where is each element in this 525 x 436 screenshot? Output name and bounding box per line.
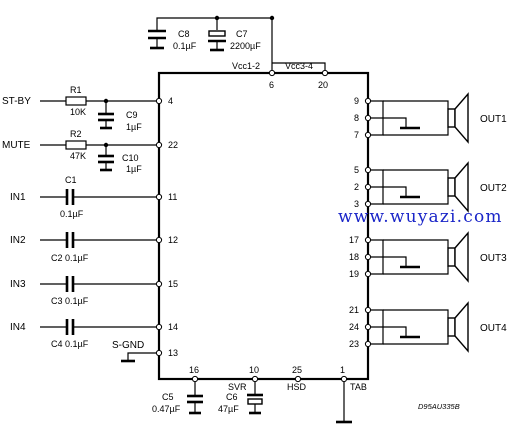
- c10-name: C10: [122, 153, 139, 163]
- ic-body: [157, 71, 370, 381]
- pin-18: 18: [349, 252, 359, 262]
- drawing-code: D95AU335B: [418, 402, 460, 411]
- pin-16: 16: [189, 365, 199, 375]
- vcc34-label: Vcc3-4: [285, 61, 313, 71]
- pin-14: 14: [168, 322, 178, 332]
- in4-label: IN4: [10, 322, 26, 333]
- c4-label: C4 0.1µF: [51, 339, 89, 349]
- pin-23: 23: [349, 339, 359, 349]
- svr-label: SVR: [228, 382, 247, 392]
- c10-value: 1µF: [126, 164, 142, 174]
- pin-24: 24: [349, 322, 359, 332]
- left-network: [40, 96, 163, 363]
- supply-network: [148, 15, 329, 77]
- c1-value: 0.1µF: [60, 209, 84, 219]
- pin-17: 17: [349, 235, 359, 245]
- s-gnd-label: S-GND: [112, 340, 144, 351]
- r2-name: R2: [70, 129, 82, 139]
- out4-label: OUT4: [480, 323, 507, 334]
- c3-label: C3 0.1µF: [51, 296, 89, 306]
- c5-value: 0.47µF: [152, 404, 181, 414]
- r2-value: 47K: [70, 151, 86, 161]
- capacitor-c7: [208, 30, 226, 52]
- pin-1: 1: [340, 365, 345, 375]
- c7-value: 2200µF: [230, 41, 261, 51]
- pin-12: 12: [168, 235, 178, 245]
- pin-2: 2: [354, 182, 359, 192]
- pin-10: 10: [249, 365, 259, 375]
- in3-label: IN3: [10, 279, 26, 290]
- bottom-network: [187, 375, 352, 424]
- c2-label: C2 0.1µF: [51, 253, 89, 263]
- mute-label: MUTE: [2, 140, 31, 151]
- out1-label: OUT1: [480, 114, 507, 125]
- watermark-text: www.wuyazi.com: [338, 207, 503, 227]
- pin-25: 25: [292, 365, 302, 375]
- capacitor-c8: [148, 29, 166, 50]
- c1-name: C1: [65, 175, 77, 185]
- pin-20: 20: [318, 80, 328, 90]
- c5-name: C5: [162, 392, 174, 402]
- pin-3: 3: [354, 199, 359, 209]
- in2-label: IN2: [10, 235, 26, 246]
- c9-name: C9: [126, 110, 138, 120]
- vcc12-label: Vcc1-2: [232, 61, 260, 71]
- c9-value: 1µF: [126, 122, 142, 132]
- output-network: [364, 92, 469, 353]
- pin-19: 19: [349, 269, 359, 279]
- r1-name: R1: [70, 85, 82, 95]
- c7-name: C7: [236, 29, 248, 39]
- pin-9: 9: [354, 96, 359, 106]
- out2-label: OUT2: [480, 183, 507, 194]
- pin-15: 15: [168, 279, 178, 289]
- pin-5: 5: [354, 165, 359, 175]
- in1-label: IN1: [10, 192, 26, 203]
- pin-11: 11: [168, 192, 177, 202]
- tab-label: TAB: [350, 382, 367, 392]
- c6-value: 47µF: [218, 404, 239, 414]
- out3-label: OUT3: [480, 253, 507, 264]
- c8-value: 0.1µF: [173, 41, 197, 51]
- pin-6: 6: [269, 80, 274, 90]
- c8-name: C8: [178, 29, 190, 39]
- st-by-label: ST-BY: [2, 96, 31, 107]
- pin-21: 21: [349, 305, 359, 315]
- pin-4: 4: [168, 96, 173, 106]
- c6-name: C6: [226, 392, 238, 402]
- hsd-label: HSD: [287, 382, 307, 392]
- r1-value: 10K: [70, 107, 86, 117]
- pin-7: 7: [354, 130, 359, 140]
- pin-13: 13: [168, 348, 178, 358]
- pin-22: 22: [168, 140, 178, 150]
- pin-8: 8: [354, 113, 359, 123]
